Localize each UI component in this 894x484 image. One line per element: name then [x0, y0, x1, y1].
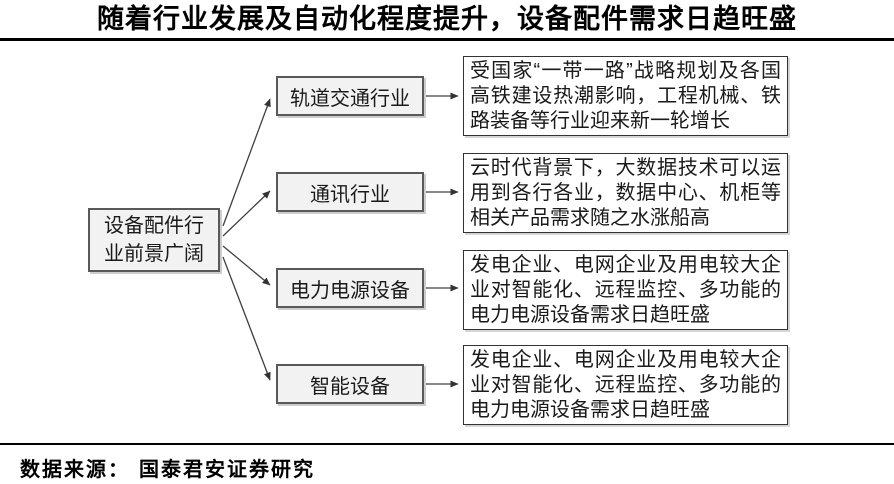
root-node: 设备配件行 业前景广阔 [88, 208, 220, 272]
branch-node-power-supply: 电力电源设备 [276, 268, 424, 308]
root-node-line2: 业前景广阔 [104, 243, 204, 265]
branch-node-rail-transit: 轨道交通行业 [276, 76, 424, 116]
arrow-root-to-rail [222, 98, 271, 227]
desc-rail-transit: 受国家“一带一路”战略规划及各国高铁建设热潮影响，工程机械、铁路装备等行业迎来新… [463, 56, 788, 136]
desc-power-supply: 发电企业、电网企业及用电较大企业对智能化、远程监控、多功能的电力电源设备需求日趋… [463, 250, 788, 330]
arrow-root-to-telecom [222, 190, 271, 237]
data-source: 数据来源： 国泰君安证券研究 [20, 457, 315, 481]
branch-node-telecom: 通讯行业 [276, 172, 424, 212]
figure-title: 随着行业发展及自动化程度提升，设备配件需求日趋旺盛 [97, 4, 797, 35]
title-divider [0, 38, 894, 41]
root-node-line1: 设备配件行 [104, 215, 204, 237]
desc-telecom: 云时代背景下，大数据技术可以运用到各行各业，数据中心、机柜等相关产品需求随之水涨… [463, 153, 788, 233]
desc-smart-equipment: 发电企业、电网企业及用电较大企业对智能化、远程监控、多功能的电力电源设备需求日趋… [463, 345, 788, 425]
footer-divider [0, 443, 894, 445]
arrow-root-to-power [222, 245, 271, 286]
branch-node-smart-equipment: 智能设备 [276, 364, 424, 404]
arrow-root-to-smart [222, 256, 271, 381]
